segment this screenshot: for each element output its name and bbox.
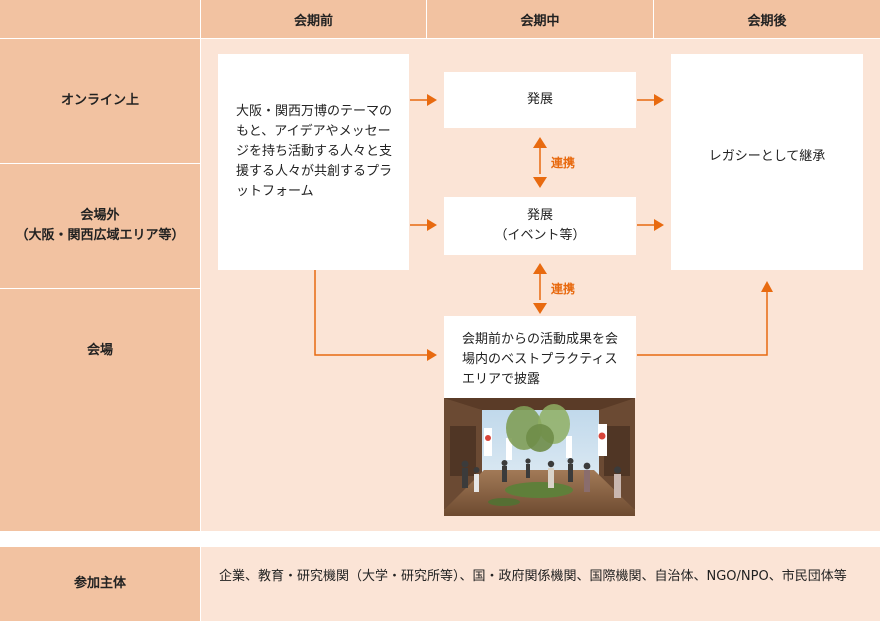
header-during: 会期中 [427,0,653,38]
participants-label: 参加主体 [0,547,200,621]
header-before: 会期前 [201,0,426,38]
link-label-upper: 連携 [551,156,576,170]
platform-box: 大阪・関西万博のテーマのもと、アイデアやメッセージを持ち活動する人々と支援する人… [218,54,409,270]
venue-showcase-text: 会期前からの活動成果を会場内のベストプラクティスエリアで披露 [462,332,619,387]
develop-event-box: 発展 （イベント等） [444,197,636,255]
row-label-online: オンライン上 [0,39,200,163]
participants-panel: 企業、教育・研究機関（大学・研究所等）、国・政府関係機関、国際機関、自治体、NG… [201,547,880,621]
participants-text: 企業、教育・研究機関（大学・研究所等）、国・政府関係機関、国際機関、自治体、NG… [219,569,847,584]
row-label-offsite: 会場外 （大阪・関西広域エリア等） [0,164,200,288]
row-label-venue-extension [0,412,200,531]
header-after: 会期後 [654,0,880,38]
venue-showcase-box: 会期前からの活動成果を会場内のベストプラクティスエリアで披露 [444,316,636,398]
legacy-box: レガシーとして継承 [671,54,863,270]
row-label-venue: 会場 [0,289,200,413]
platform-text: 大阪・関西万博のテーマのもと、アイデアやメッセージを持ち活動する人々と支援する人… [236,104,393,199]
link-label-lower: 連携 [551,282,576,296]
venue-photo [444,398,635,516]
header-corner [0,0,200,38]
develop-online-box: 発展 [444,72,636,128]
